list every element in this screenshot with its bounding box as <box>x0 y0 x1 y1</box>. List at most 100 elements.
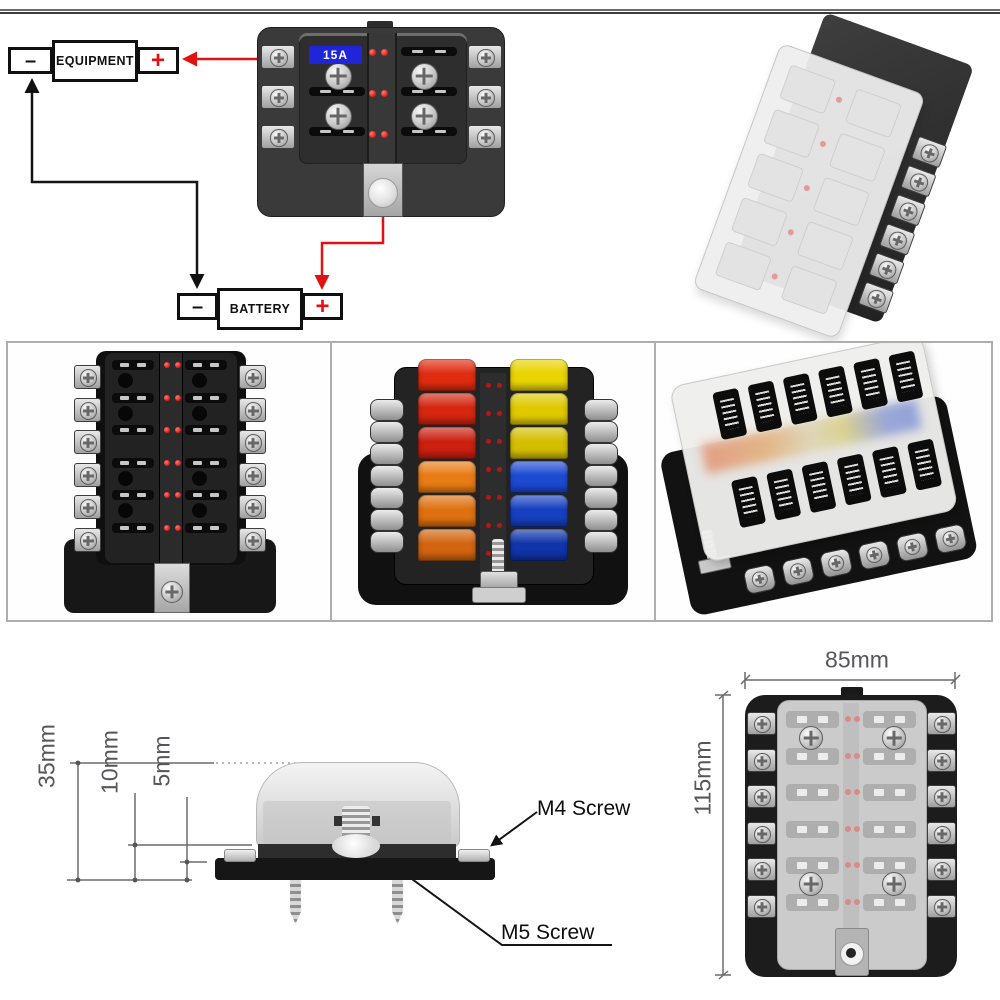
fuse-slot <box>863 711 916 728</box>
led-indicator <box>486 495 491 500</box>
terminal-screw-head <box>270 129 288 147</box>
fuse-contact <box>137 363 146 367</box>
led-indicator <box>497 523 502 528</box>
terminal-screw <box>370 443 404 465</box>
blade-fuse <box>418 393 476 425</box>
side-terminal <box>747 822 776 845</box>
fuse-slot <box>401 127 457 136</box>
fuse-slot <box>863 748 916 765</box>
side-terminal <box>747 712 776 735</box>
terminal-screw-head <box>754 789 771 806</box>
fuse-slot <box>863 821 916 838</box>
fuse-contact <box>193 428 202 432</box>
fuse-hole <box>192 373 207 388</box>
side-terminal <box>74 463 101 487</box>
led-indicator <box>175 525 181 531</box>
side-terminal <box>747 785 776 808</box>
dim-width: 85mm <box>825 646 889 673</box>
fuse-contact <box>193 363 202 367</box>
led-indicator <box>164 395 170 401</box>
terminal-screw <box>584 421 618 443</box>
led-indicator <box>369 131 376 138</box>
terminal-screw-head <box>244 434 263 452</box>
terminal-screw-head <box>477 89 495 107</box>
fuse-contact <box>120 396 129 400</box>
fuse-contact <box>193 396 202 400</box>
fuse-contact <box>894 862 906 869</box>
terminal-screw <box>584 487 618 509</box>
led-indicator <box>497 495 502 500</box>
fuse-contact <box>796 899 808 906</box>
fuse-contact <box>210 493 219 497</box>
terminal-screw-head <box>754 826 771 843</box>
fuse-slot <box>863 857 916 874</box>
terminal-screw-head <box>754 899 771 916</box>
side-terminal <box>239 495 266 519</box>
side-terminal <box>747 858 776 881</box>
terminal-screw-head <box>79 402 98 420</box>
fuse-contact <box>894 899 906 906</box>
terminal-screw <box>584 509 618 531</box>
fuse-contact <box>434 129 446 134</box>
fuse-contact <box>434 49 446 54</box>
mounting-tab-top <box>841 687 863 697</box>
fuse-slot <box>185 490 227 500</box>
terminal-screw <box>584 399 618 421</box>
fuse-hole <box>118 406 133 421</box>
fuse-contact <box>894 716 906 723</box>
blade-fuse <box>418 427 476 459</box>
side-terminal <box>74 528 101 552</box>
fuse-slot <box>185 425 227 435</box>
led-indicator <box>175 427 181 433</box>
fuse-slot <box>401 87 457 96</box>
m4-screw-head <box>458 849 490 862</box>
terminal-screw-head <box>934 862 951 879</box>
fuse-contact <box>210 526 219 530</box>
led-indicator <box>845 789 851 795</box>
equipment-label: EQUIPMENT <box>56 54 134 68</box>
fuse-contact <box>796 826 808 833</box>
fuse-slot <box>185 523 227 533</box>
fuse-hole <box>192 471 207 486</box>
led-indicator <box>854 862 860 868</box>
fuse-contact <box>342 129 354 134</box>
fuse-slot <box>112 523 154 533</box>
terminal-screw <box>584 443 618 465</box>
fuse-contact <box>412 49 424 54</box>
fuse-contact <box>320 129 332 134</box>
fuse-contact <box>796 789 808 796</box>
mounting-tab <box>367 21 393 29</box>
fuse-hole <box>118 503 133 518</box>
fuse-contact <box>873 716 885 723</box>
dim-base-height: 5mm <box>148 735 175 787</box>
fuse-hole <box>118 373 133 388</box>
terminal-screw <box>584 531 618 553</box>
power-stud-plate <box>472 587 526 603</box>
terminal-screw-head <box>270 49 288 67</box>
terminal-screw-head <box>79 532 98 550</box>
m4-screw-head <box>224 849 256 862</box>
fuse-contact <box>137 493 146 497</box>
led-indicator <box>486 383 491 388</box>
stud-clip <box>372 816 380 826</box>
side-terminal <box>239 398 266 422</box>
led-indicator <box>854 899 860 905</box>
led-indicator <box>369 49 376 56</box>
led-indicator <box>497 411 502 416</box>
side-terminal <box>261 125 295 149</box>
fuse-contact <box>412 89 424 94</box>
fuse-contact <box>193 461 202 465</box>
led-indicator <box>164 460 170 466</box>
side-terminal <box>468 45 502 69</box>
side-terminal <box>468 125 502 149</box>
fuse-contact <box>817 826 829 833</box>
fuse-hole <box>118 471 133 486</box>
fuse-contact <box>796 716 808 723</box>
fuse-contact <box>210 363 219 367</box>
led-indicator <box>369 90 376 97</box>
panel-screw <box>324 102 352 130</box>
led-indicator <box>164 492 170 498</box>
fuse-slot <box>786 894 839 911</box>
